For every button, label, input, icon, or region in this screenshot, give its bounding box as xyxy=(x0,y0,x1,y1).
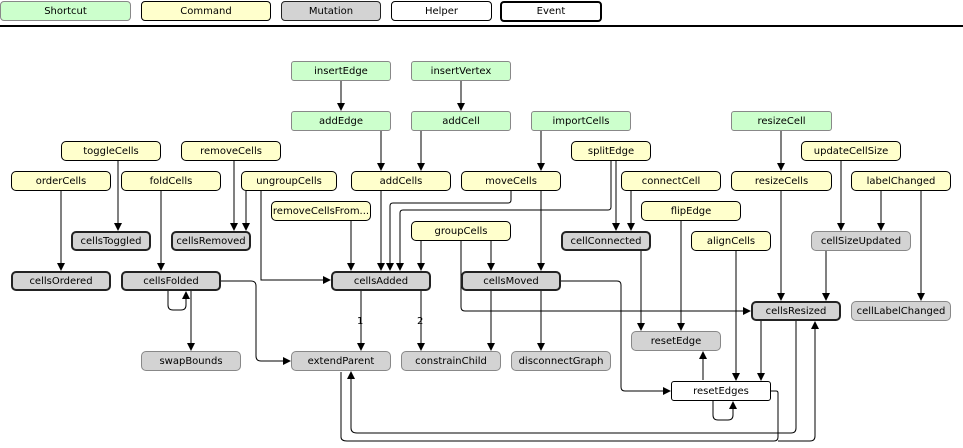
edge-moveCells-cellsAdded xyxy=(386,191,512,271)
removeCellsFrom-node[interactable]: removeCellsFrom... xyxy=(271,201,371,221)
cellsResized-node[interactable]: cellsResized xyxy=(751,301,841,321)
legend-event: Event xyxy=(500,1,602,22)
legend-helper: Helper xyxy=(391,1,492,21)
edge-cellsResized-extendParent xyxy=(347,321,797,434)
resizeCell-shortcut-node[interactable]: resizeCell xyxy=(731,111,832,131)
connectCell-node[interactable]: connectCell xyxy=(621,171,721,191)
resetEdges-node[interactable]: resetEdges xyxy=(671,381,771,401)
edge-ungroupCells-cellsAdded xyxy=(260,191,331,284)
cellsOrdered-node[interactable]: cellsOrdered xyxy=(11,271,111,291)
legend-mutation: Mutation xyxy=(281,1,381,21)
splitEdge-node[interactable]: splitEdge xyxy=(571,141,651,161)
cellsMoved-node[interactable]: cellsMoved xyxy=(461,271,561,291)
cellsAdded-node[interactable]: cellsAdded xyxy=(331,271,431,291)
edge-groupCells-cellsResized xyxy=(460,241,751,315)
alignCells-node[interactable]: alignCells xyxy=(691,231,771,251)
disconnectGraph-node[interactable]: disconnectGraph xyxy=(511,351,611,371)
edge-cellsFolded-extendParent xyxy=(221,280,291,365)
cellSizeUpdated-node[interactable]: cellSizeUpdated xyxy=(811,231,911,251)
addCell-node[interactable]: addCell xyxy=(411,111,511,131)
extendParent-node[interactable]: extendParent xyxy=(291,351,391,371)
resizeCells-node[interactable]: resizeCells xyxy=(731,171,832,191)
ungroupCells-node[interactable]: ungroupCells xyxy=(241,171,337,191)
edge-resetEdges-cellsResized xyxy=(340,372,779,442)
edge-extendParent-cellsResized xyxy=(778,428,816,442)
foldCells-node[interactable]: foldCells xyxy=(121,171,221,191)
legend-command: Command xyxy=(141,1,271,21)
cellConnected-node[interactable]: cellConnected xyxy=(561,231,651,251)
importCells-node[interactable]: importCells xyxy=(531,111,631,131)
insertVertex-node[interactable]: insertVertex xyxy=(411,61,511,81)
cellLabelChanged-node[interactable]: cellLabelChanged xyxy=(851,301,951,321)
cellsRemoved-node[interactable]: cellsRemoved xyxy=(171,231,251,251)
moveCells-node[interactable]: moveCells xyxy=(461,171,561,191)
edge-splitEdge-cellsAdded xyxy=(396,161,612,271)
edge-cellsFolded-self xyxy=(167,291,190,311)
orderCells-node[interactable]: orderCells xyxy=(11,171,111,191)
edge-label-2: 2 xyxy=(417,316,423,327)
addEdge-node[interactable]: addEdge xyxy=(291,111,391,131)
cellsToggled-node[interactable]: cellsToggled xyxy=(71,231,151,251)
updateCellSize-node[interactable]: updateCellSize xyxy=(801,141,901,161)
labelChanged-node[interactable]: labelChanged xyxy=(851,171,951,191)
insertEdge-node[interactable]: insertEdge xyxy=(291,61,391,81)
edge-resetEdges-self xyxy=(712,401,737,421)
removeCells-node[interactable]: removeCells xyxy=(181,141,281,161)
legend-divider xyxy=(0,25,963,27)
cellsFolded-node[interactable]: cellsFolded xyxy=(121,271,221,291)
resetEdge-node[interactable]: resetEdge xyxy=(631,331,721,351)
constrainChild-node[interactable]: constrainChild xyxy=(401,351,501,371)
flipEdge-node[interactable]: flipEdge xyxy=(641,201,741,221)
toggleCells-node[interactable]: toggleCells xyxy=(61,141,161,161)
edge-label-1: 1 xyxy=(357,316,363,327)
swapBounds-node[interactable]: swapBounds xyxy=(141,351,241,371)
edge-cellsMoved-resetEdges xyxy=(561,280,671,395)
legend-shortcut: Shortcut xyxy=(0,1,131,21)
groupCells-node[interactable]: groupCells xyxy=(411,221,511,241)
addCells-node[interactable]: addCells xyxy=(351,171,451,191)
